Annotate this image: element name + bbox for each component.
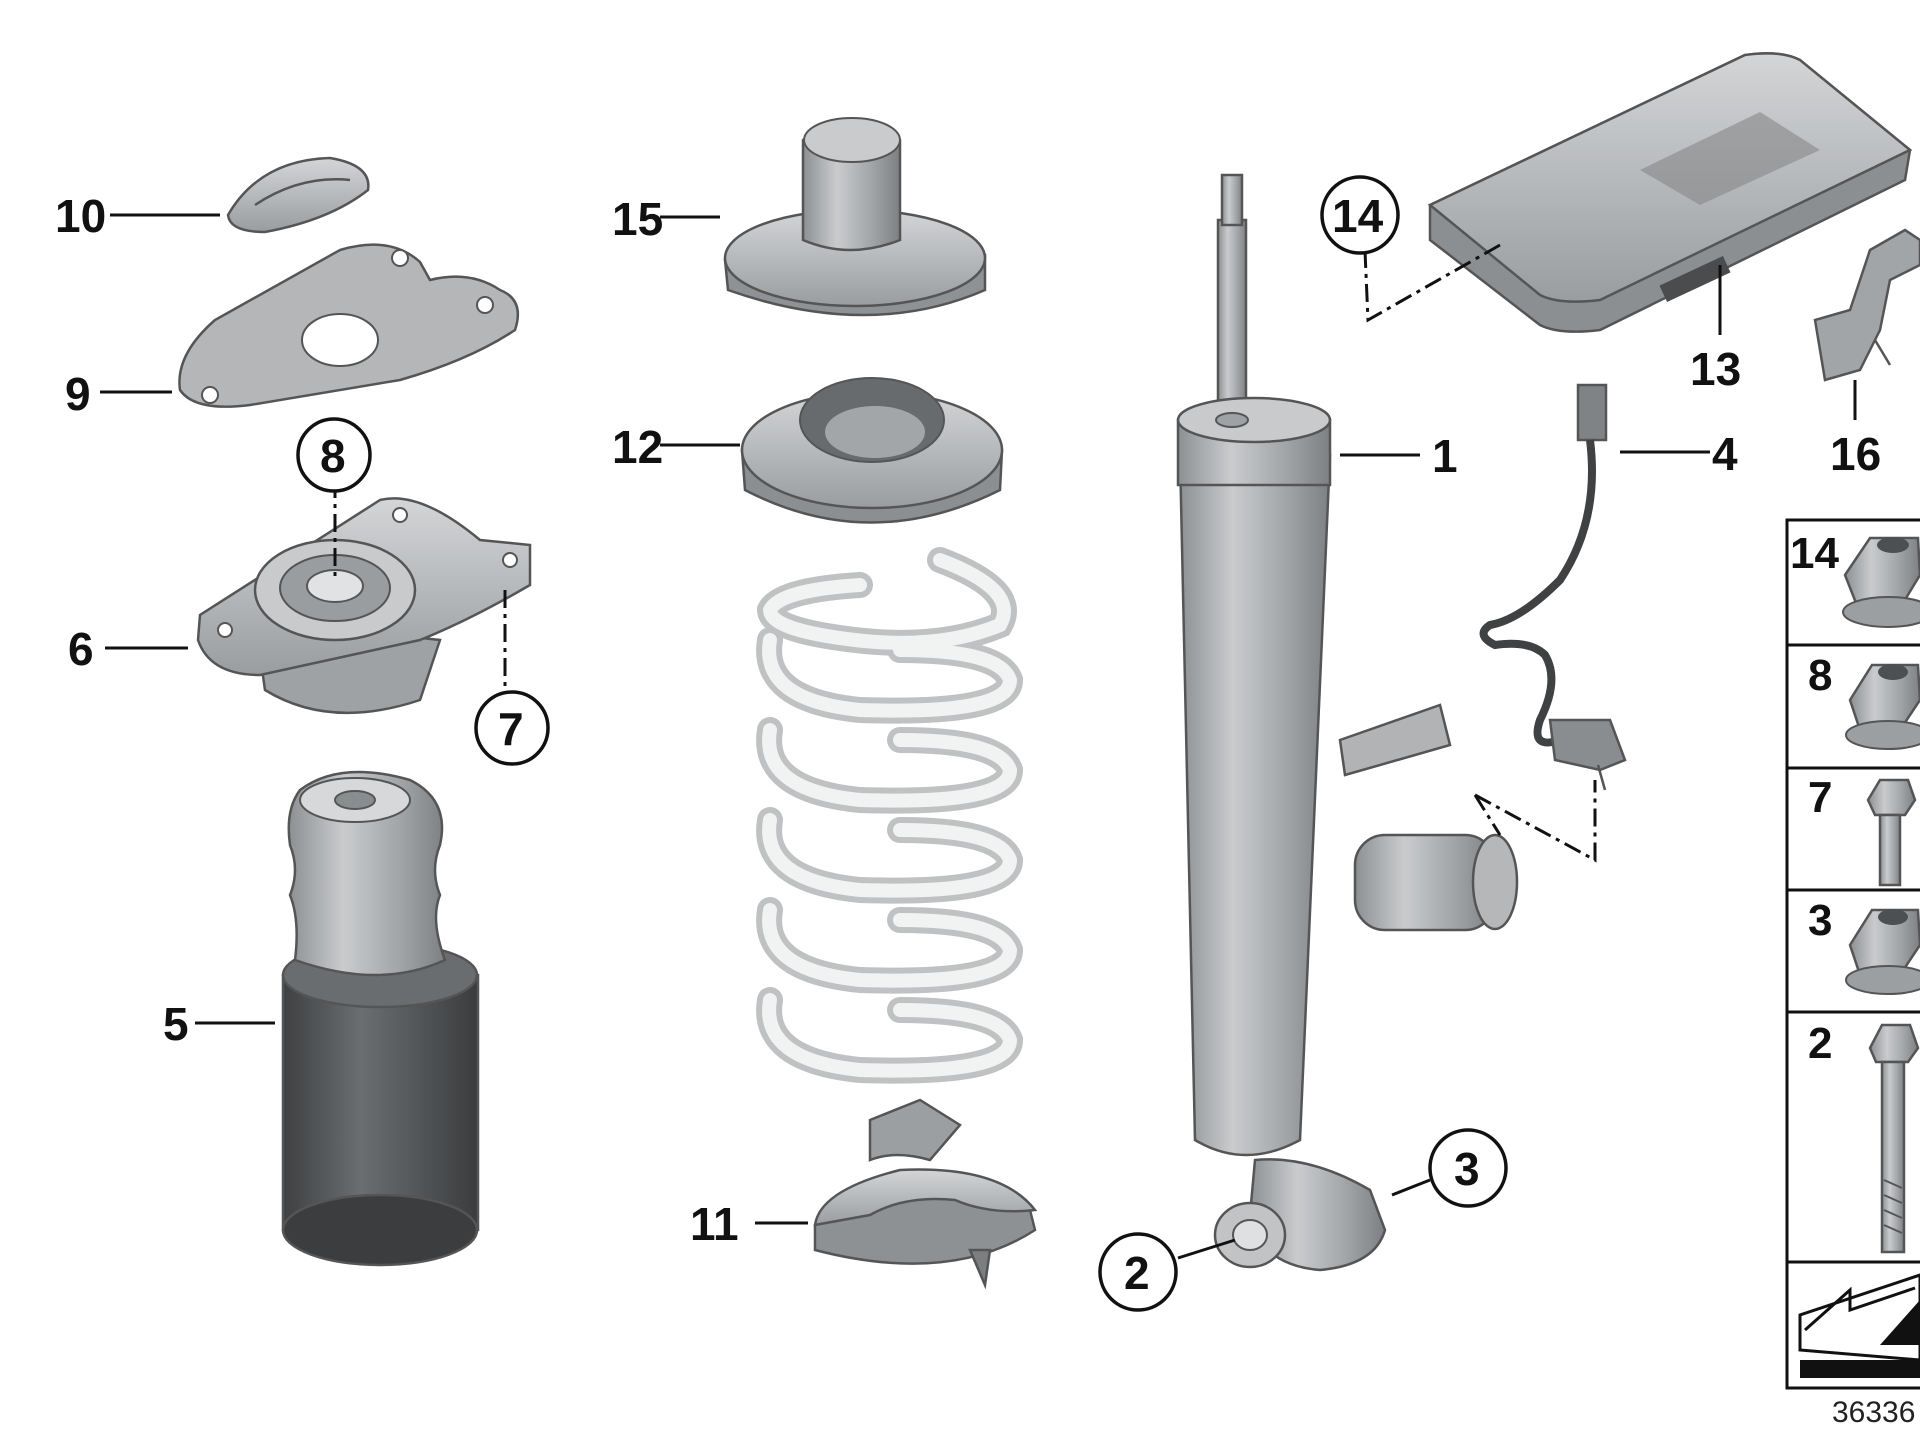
legend-row-label: 7: [1808, 773, 1832, 822]
callout-2: 2: [1124, 1247, 1150, 1299]
collar-nut-icon: [1842, 536, 1920, 628]
part-13-control-unit: [1427, 52, 1913, 333]
callout-3-circle: [1428, 1128, 1508, 1208]
part-1-shock-absorber: [1176, 173, 1519, 1272]
callout-10: 10: [55, 190, 106, 242]
collar-nut-icon: [1845, 908, 1920, 995]
part-6-strut-mount: [196, 497, 532, 715]
part-5-bump-stop: [281, 770, 480, 1267]
callout-11: 11: [690, 1198, 739, 1250]
callout-7: 7: [498, 703, 524, 755]
part-10-cap: [226, 156, 370, 234]
legend-row-label: 14: [1790, 529, 1839, 578]
part-16-bracket: [1813, 228, 1920, 382]
front-direction-arrow-icon: [1798, 1273, 1920, 1378]
leader-3: [1391, 1178, 1431, 1197]
callout-1: 1: [1432, 430, 1458, 482]
callout-13: 13: [1690, 343, 1741, 395]
collar-nut-icon: [1845, 663, 1920, 750]
callout-9: 9: [65, 368, 91, 420]
coil-spring-highlight: [762, 553, 1018, 1078]
callout-14: 14: [1332, 190, 1384, 242]
legend-row-label: 3: [1808, 896, 1832, 945]
callout-12: 12: [612, 421, 663, 473]
callout-4: 4: [1712, 428, 1738, 480]
leader-2: [1177, 1238, 1236, 1260]
callout-7-circle: [474, 690, 550, 766]
part-11-lower-spring-pad: [813, 1098, 1038, 1290]
callout-8-circle: [296, 417, 372, 493]
callout-8: 8: [320, 430, 346, 482]
callout-14-circle: [1320, 175, 1400, 255]
callout-2-circle: [1098, 1232, 1178, 1312]
part-9-plate: [178, 243, 520, 408]
callout-16: 16: [1830, 428, 1881, 480]
callout-5: 5: [163, 998, 189, 1050]
part-12-spring-seat: [740, 377, 1004, 524]
legend-row-label: 2: [1808, 1019, 1832, 1068]
diagram-reference-number: 36336: [1832, 1396, 1915, 1429]
part-15-spring-pad: [723, 117, 987, 317]
callout-6: 6: [68, 623, 94, 675]
part-4-sensor-cable: [1479, 383, 1627, 791]
callout-15: 15: [612, 193, 663, 245]
sensor-connection-dash: [1473, 780, 1597, 863]
hex-bolt-icon: [1866, 778, 1917, 887]
long-bolt-icon: [1868, 1023, 1920, 1254]
callout-3: 3: [1454, 1143, 1480, 1195]
legend-row-label: 8: [1808, 651, 1832, 700]
